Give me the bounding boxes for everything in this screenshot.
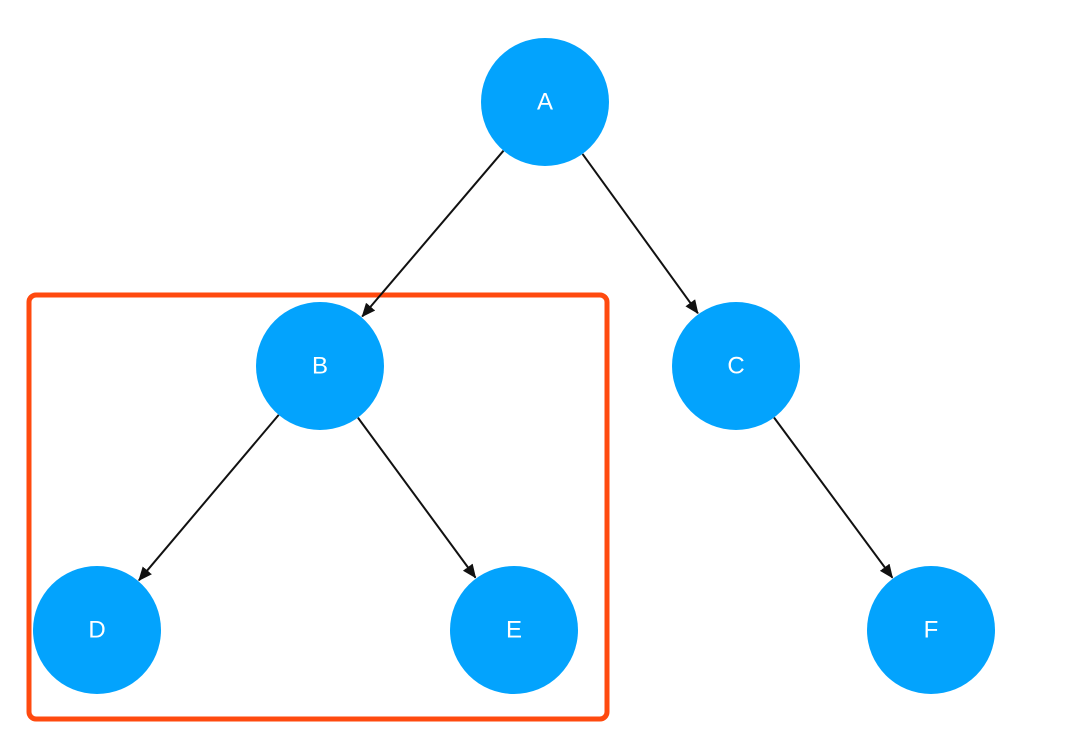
edge-c-f bbox=[773, 416, 894, 579]
edge-b-d bbox=[138, 414, 280, 582]
node-a: A bbox=[481, 38, 609, 166]
edge-a-b bbox=[361, 150, 505, 318]
node-b: B bbox=[256, 302, 384, 430]
node-d-circle bbox=[33, 566, 161, 694]
highlight-box-subtree-b bbox=[26, 292, 610, 722]
node-a-label: A bbox=[537, 89, 553, 116]
node-c: C bbox=[672, 302, 800, 430]
node-f-label: F bbox=[924, 617, 939, 644]
node-d-label: D bbox=[88, 617, 105, 644]
node-a-circle bbox=[481, 38, 609, 166]
node-d: D bbox=[33, 566, 161, 694]
node-f: F bbox=[867, 566, 995, 694]
edge-a-c bbox=[581, 153, 699, 315]
edge-b-e bbox=[357, 417, 477, 579]
node-c-label: C bbox=[727, 353, 744, 380]
node-f-circle bbox=[867, 566, 995, 694]
node-e-label: E bbox=[506, 617, 522, 644]
node-c-circle bbox=[672, 302, 800, 430]
node-b-circle bbox=[256, 302, 384, 430]
nodes-layer: A B C D E F bbox=[33, 38, 995, 694]
node-b-label: B bbox=[312, 353, 328, 380]
edges-layer bbox=[138, 150, 894, 582]
node-e: E bbox=[450, 566, 578, 694]
node-e-circle bbox=[450, 566, 578, 694]
